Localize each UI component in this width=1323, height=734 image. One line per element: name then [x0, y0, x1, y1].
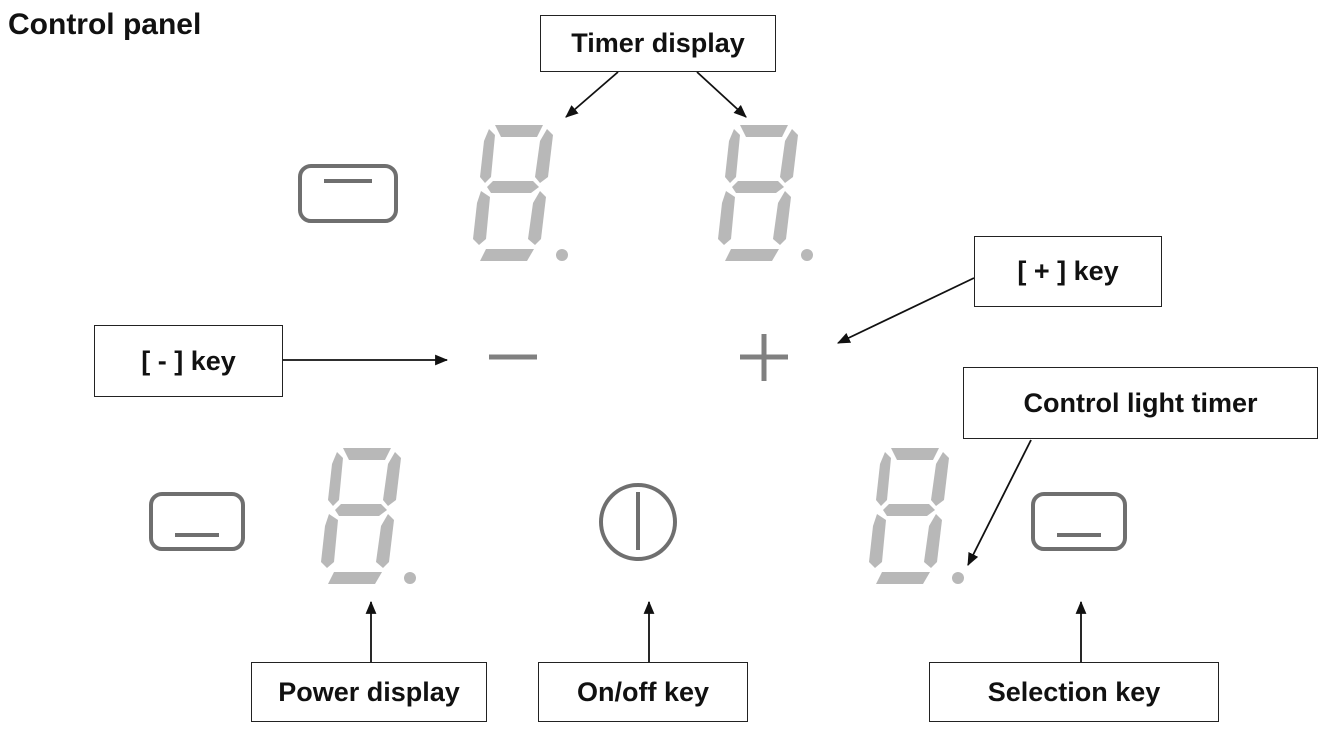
onoff-key-label: On/off key [538, 662, 748, 722]
arrow-control-light-timer [967, 439, 1032, 566]
power-icon[interactable] [599, 483, 677, 561]
selection-key-icon[interactable] [1031, 492, 1127, 551]
arrow-plus-key [837, 277, 975, 344]
timer-display-label: Timer display [540, 15, 776, 72]
callout-arrows [283, 71, 1087, 662]
timer-key-icon[interactable] [298, 164, 398, 223]
power-display-digit [321, 448, 416, 584]
plus-key-label: [ + ] key [974, 236, 1162, 307]
timer-display-right-digit [718, 125, 813, 261]
selection-key-label: Selection key [929, 662, 1219, 722]
timer-display-left-digit [473, 125, 568, 261]
page-title: Control panel [8, 8, 202, 41]
arrow-timer-right [696, 71, 747, 118]
power-display-label: Power display [251, 662, 487, 722]
control-light-timer-digit [869, 448, 964, 584]
arrow-timer-left [565, 71, 619, 118]
control-light-timer-label: Control light timer [963, 367, 1318, 439]
selection-key-icon-left[interactable] [149, 492, 245, 551]
plus-icon[interactable] [740, 334, 788, 381]
minus-key-label: [ - ] key [94, 325, 283, 397]
